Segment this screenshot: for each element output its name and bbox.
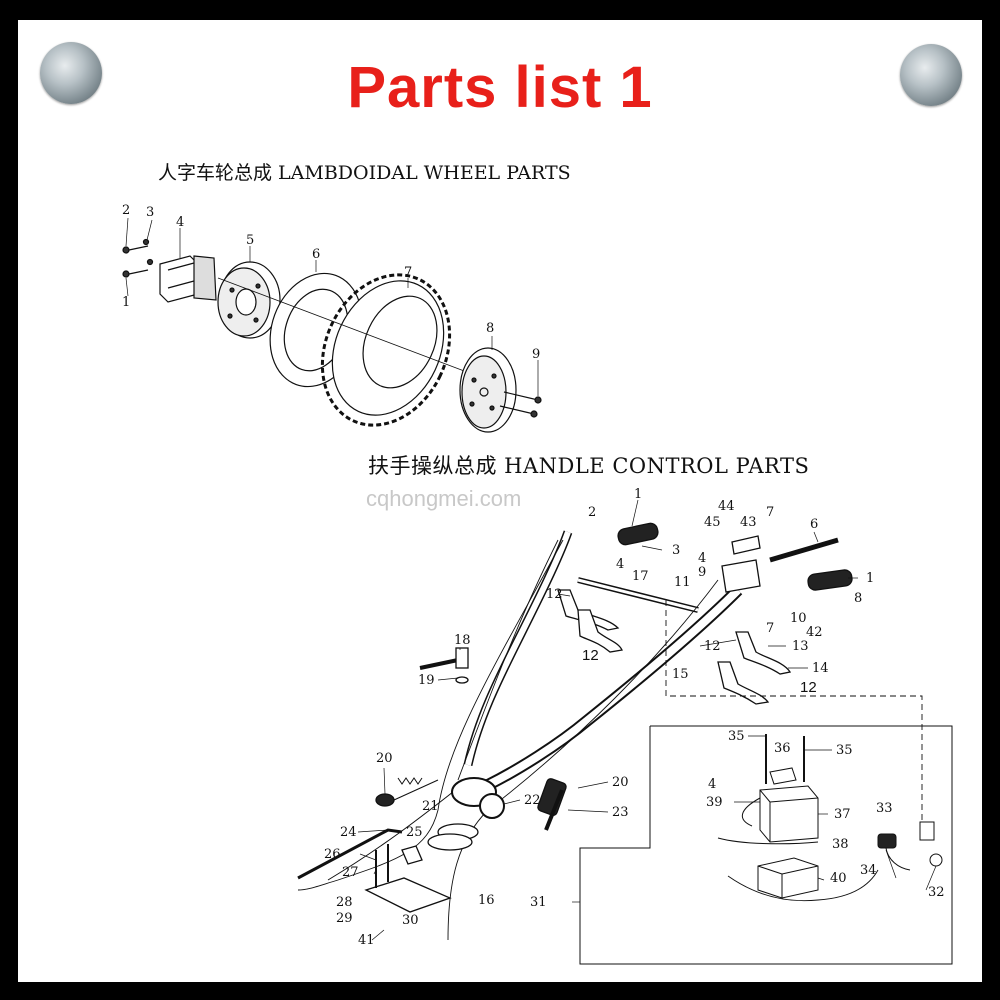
handle-label-45: 45 — [704, 515, 721, 530]
diagram-frame: Parts list 1 人字车轮总成 LAMBDOIDAL WHEEL PAR… — [18, 20, 982, 982]
handle-label-34: 34 — [860, 863, 877, 878]
handle-label-29: 29 — [336, 911, 353, 926]
handle-label-19: 19 — [418, 673, 435, 688]
handle-label-12b: 12 — [582, 647, 599, 664]
handle-label-10: 10 — [790, 611, 807, 626]
handle-label-13: 13 — [792, 639, 809, 654]
handle-label-31: 31 — [530, 895, 547, 910]
handle-label-32: 32 — [928, 885, 945, 900]
wheel-label-1: 1 — [122, 295, 130, 310]
handle-label-37: 37 — [834, 807, 851, 822]
handle-label-20: 20 — [376, 751, 393, 766]
handle-label-3: 3 — [672, 543, 680, 558]
handle-label-27: 27 — [342, 865, 359, 880]
wheel-label-6: 6 — [312, 247, 320, 262]
handle-label-30: 30 — [402, 913, 419, 928]
handle-label-28: 28 — [336, 895, 353, 910]
handle-label-26: 26 — [324, 847, 341, 862]
wheel-label-4: 4 — [176, 215, 184, 230]
handle-label-1: 1 — [866, 571, 874, 586]
outer-disc — [459, 347, 517, 433]
handle-label-36: 36 — [774, 741, 791, 756]
lambdoidal-tire — [217, 273, 489, 427]
handle-label-11: 11 — [674, 575, 691, 590]
bolts-left — [122, 238, 154, 278]
handle-label-12d: 12 — [800, 679, 817, 696]
handle-label-21: 21 — [422, 799, 439, 814]
handle-label-15: 15 — [672, 667, 689, 682]
handle-label-4: 4 — [616, 557, 624, 572]
handle-label-41: 41 — [358, 933, 375, 948]
handle-label-38: 38 — [832, 837, 849, 852]
handle-labels: 1 1 2 3 4 4 4 6 7 7 8 9 10 11 12 12 12 1… — [324, 487, 945, 948]
handle-label-25: 25 — [406, 825, 423, 840]
handle-label-40: 40 — [830, 871, 847, 886]
handle-label-23: 23 — [612, 805, 629, 820]
brake-drum — [217, 261, 281, 339]
watermark: cqhongmei.com — [366, 486, 522, 511]
wheel-label-7: 7 — [404, 265, 412, 280]
handle-label-43: 43 — [740, 515, 757, 530]
handle-label-2: 2 — [588, 505, 596, 520]
left-ornament — [40, 42, 102, 104]
wheel-assembly — [122, 217, 542, 433]
wheel-label-2: 2 — [122, 203, 130, 218]
handle-label-9: 9 — [698, 565, 706, 580]
handle-label-39: 39 — [706, 795, 723, 810]
handle-label-33: 33 — [876, 801, 893, 816]
wheel-label-3: 3 — [146, 205, 154, 220]
handle-label-35: 35 — [728, 729, 745, 744]
bolts-right — [499, 391, 542, 418]
handle-label-12: 12 — [546, 587, 563, 602]
hub-part — [159, 255, 217, 303]
handle-label-44: 44 — [718, 499, 735, 514]
wheel-labels: 1 2 3 4 5 6 7 8 9 — [122, 203, 540, 362]
handle-leaders — [357, 499, 937, 941]
handle-label-17: 17 — [632, 569, 649, 584]
handle-label-8: 8 — [854, 591, 862, 606]
parts-diagram: 1 2 3 4 5 6 7 8 9 — [122, 203, 953, 965]
handle-label-6: 6 — [810, 517, 818, 532]
handle-label-24: 24 — [340, 825, 357, 840]
handle-label-16: 16 — [478, 893, 495, 908]
handle-label-14: 14 — [812, 661, 829, 676]
handle-label-4c: 4 — [708, 777, 716, 792]
wheel-label-5: 5 — [246, 233, 254, 248]
handle-label-7b: 7 — [766, 621, 774, 636]
handle-label-7: 7 — [766, 505, 774, 520]
handle-label-4b: 4 — [698, 551, 706, 566]
right-ornament — [900, 44, 962, 106]
page-title: Parts list 1 — [347, 55, 653, 120]
wheel-section-title: 人字车轮总成 LAMBDOIDAL WHEEL PARTS — [158, 162, 571, 184]
wheel-label-8: 8 — [486, 321, 494, 336]
handle-label-22: 22 — [524, 793, 541, 808]
handle-label-18: 18 — [454, 633, 471, 648]
handle-label-20b: 20 — [612, 775, 629, 790]
handle-label-42: 42 — [806, 625, 823, 640]
handle-label-35b: 35 — [836, 743, 853, 758]
handle-label-1-top: 1 — [634, 487, 642, 502]
battery-box-area — [579, 725, 953, 965]
wheel-label-9: 9 — [532, 347, 540, 362]
handle-section-title: 扶手操纵总成 HANDLE CONTROL PARTS — [368, 454, 810, 478]
handle-label-12c: 12 — [704, 639, 721, 654]
handle-assembly — [297, 522, 923, 941]
